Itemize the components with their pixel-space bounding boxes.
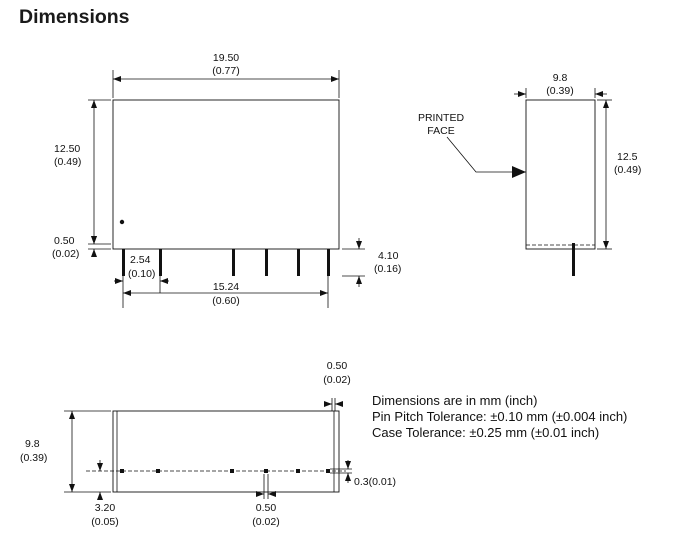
pin bbox=[122, 249, 125, 276]
bottom-view: 0.50 (0.02) 9.8 (0.39) 3.20 (0.05) 0.50 … bbox=[20, 360, 396, 528]
printed-face-arrow bbox=[446, 136, 526, 178]
row-offset-in-label: (0.05) bbox=[91, 516, 118, 528]
pitch-in-label: (0.10) bbox=[128, 268, 155, 280]
height-in-label: (0.49) bbox=[54, 156, 81, 168]
note-units: Dimensions are in mm (inch) bbox=[372, 393, 537, 408]
pin-hole bbox=[296, 469, 300, 473]
bottom-depth-in-label: (0.39) bbox=[20, 452, 47, 464]
side-view: PRINTED FACE 9.8 (0.39) 12.5 (0.49) bbox=[418, 72, 641, 276]
side-pin bbox=[572, 243, 575, 276]
front-pins bbox=[122, 249, 330, 276]
bottom-depth-mm-label: 9.8 bbox=[25, 438, 40, 450]
pin-hole bbox=[326, 469, 330, 473]
bottom-pins bbox=[120, 469, 330, 473]
pin-hole bbox=[156, 469, 160, 473]
note-pin-pitch-tolerance: Pin Pitch Tolerance: ±0.10 mm (±0.004 in… bbox=[372, 409, 627, 424]
bottom-body bbox=[112, 410, 340, 493]
front-body bbox=[112, 99, 340, 250]
top-pin-dia-mm-label: 0.50 bbox=[327, 360, 348, 372]
pin-hole bbox=[264, 469, 268, 473]
pin-width-mm-label: 0.50 bbox=[256, 502, 277, 514]
height-mm-label: 12.50 bbox=[54, 143, 80, 155]
pin-length-in-label: (0.16) bbox=[374, 263, 401, 275]
pin-length-mm-label: 4.10 bbox=[378, 250, 399, 262]
pin bbox=[265, 249, 268, 276]
pitch-mm-label: 2.54 bbox=[130, 254, 151, 266]
printed-face-label-line2: FACE bbox=[427, 125, 454, 137]
pin bbox=[327, 249, 330, 276]
side-height-in-label: (0.49) bbox=[614, 164, 641, 176]
page-title: Dimensions bbox=[19, 6, 130, 28]
note-case-tolerance: Case Tolerance: ±0.25 mm (±0.01 inch) bbox=[372, 425, 599, 440]
top-pin-dia-in-label: (0.02) bbox=[323, 374, 350, 386]
front-view: 19.50 (0.77) 12.50 (0.49) 0.50 (0.02) 4.… bbox=[52, 52, 401, 308]
side-body bbox=[525, 99, 596, 250]
standoff-in-label: (0.02) bbox=[52, 248, 79, 260]
printed-face-label-line1: PRINTED bbox=[418, 112, 465, 124]
width-in-label: (0.77) bbox=[212, 65, 239, 77]
pin bbox=[297, 249, 300, 276]
pin bbox=[159, 249, 162, 276]
pin-span-in-label: (0.60) bbox=[212, 295, 239, 307]
notes-block: Dimensions are in mm (inch) Pin Pitch To… bbox=[372, 393, 627, 440]
pin bbox=[232, 249, 235, 276]
standoff-mm-label: 0.50 bbox=[54, 235, 75, 247]
width-mm-label: 19.50 bbox=[213, 52, 239, 64]
row-tolerance-label: 0.3(0.01) bbox=[354, 476, 396, 488]
side-depth-mm-label: 9.8 bbox=[553, 72, 568, 84]
side-depth-in-label: (0.39) bbox=[546, 85, 573, 97]
row-offset-mm-label: 3.20 bbox=[95, 502, 116, 514]
pin-span-mm-label: 15.24 bbox=[213, 281, 239, 293]
pin-hole bbox=[120, 469, 124, 473]
pin1-indicator-dot bbox=[119, 219, 125, 225]
pin-hole bbox=[230, 469, 234, 473]
side-height-mm-label: 12.5 bbox=[617, 151, 638, 163]
pin-width-in-label: (0.02) bbox=[252, 516, 279, 528]
